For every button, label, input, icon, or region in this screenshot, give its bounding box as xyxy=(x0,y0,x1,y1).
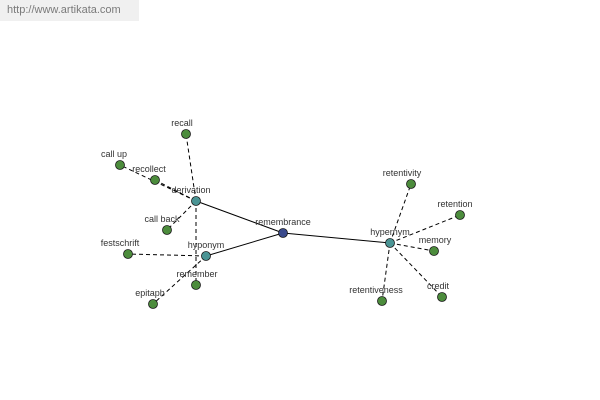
node-credit[interactable] xyxy=(437,292,447,302)
node-memory[interactable] xyxy=(429,246,439,256)
node-hyponym[interactable] xyxy=(201,251,211,261)
node-call-back[interactable] xyxy=(162,225,172,235)
edge-remembrance-derivation xyxy=(195,200,284,234)
edge-hypernym-credit xyxy=(389,242,443,298)
node-remember[interactable] xyxy=(191,280,201,290)
node-label-call-up: call up xyxy=(101,149,127,159)
node-call-up[interactable] xyxy=(115,160,125,170)
node-epitaph[interactable] xyxy=(148,299,158,309)
node-label-recollect: recollect xyxy=(132,164,166,174)
labels-layer: remembrance derivation hyponym hypernym reca… xyxy=(101,118,473,298)
node-label-credit: credit xyxy=(427,281,450,291)
edge-derivation-recollect xyxy=(154,179,197,202)
node-hypernym[interactable] xyxy=(385,238,395,248)
node-label-festschrift: festschrift xyxy=(101,238,140,248)
node-label-hypernym: hypernym xyxy=(370,227,410,237)
node-label-remember: remember xyxy=(176,269,217,279)
edge-derivation-recall xyxy=(185,133,197,202)
edge-hypernym-retention xyxy=(389,214,461,244)
node-recollect[interactable] xyxy=(150,175,160,185)
node-label-remembrance: remembrance xyxy=(255,217,311,227)
node-label-retention: retention xyxy=(437,199,472,209)
node-label-recall: recall xyxy=(171,118,193,128)
edge-hypernym-retentiveness xyxy=(381,242,391,302)
edge-remembrance-hypernym xyxy=(282,232,391,244)
node-label-call-back: call back xyxy=(144,214,180,224)
node-festschrift[interactable] xyxy=(123,249,133,259)
node-label-epitaph: epitaph xyxy=(135,288,165,298)
node-recall[interactable] xyxy=(181,129,191,139)
edge-hyponym-epitaph xyxy=(152,255,207,305)
nodes-layer xyxy=(115,129,465,309)
node-retentivity[interactable] xyxy=(406,179,416,189)
node-label-retentivity: retentivity xyxy=(383,168,422,178)
node-label-memory: memory xyxy=(419,235,452,245)
node-label-retentiveness: retentiveness xyxy=(349,285,403,295)
edge-hypernym-memory xyxy=(389,242,435,252)
edges-layer xyxy=(119,133,461,305)
node-remembrance[interactable] xyxy=(278,228,288,238)
edge-remembrance-hyponym xyxy=(205,232,284,257)
node-retentiveness[interactable] xyxy=(377,296,387,306)
edge-hyponym-festschrift xyxy=(127,253,207,257)
node-retention[interactable] xyxy=(455,210,465,220)
node-derivation[interactable] xyxy=(191,196,201,206)
edge-hypernym-retentivity xyxy=(389,183,412,244)
watermark-url: http://www.artikata.com xyxy=(0,0,139,21)
node-label-hyponym: hyponym xyxy=(188,240,225,250)
node-label-derivation: derivation xyxy=(171,185,210,195)
